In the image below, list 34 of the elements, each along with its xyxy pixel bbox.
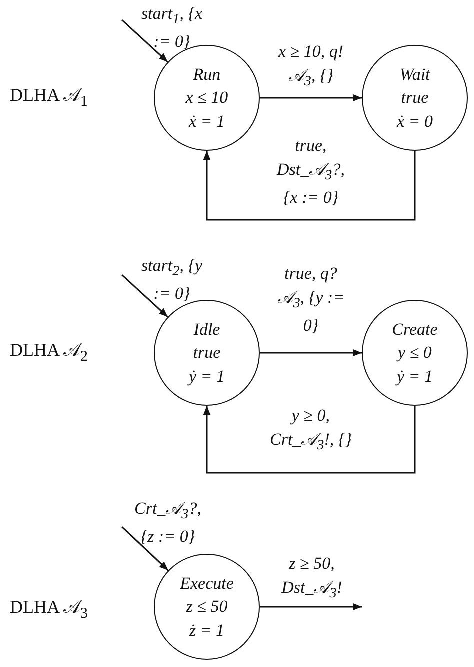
arrow bbox=[121, 526, 169, 572]
edge-label: true, q?𝒜$_{3}$, {y := 0} bbox=[276, 263, 346, 338]
state-condition: x ≤ 10 bbox=[186, 88, 228, 108]
edge-label: y ≥ 0, Crt_𝒜$_{3}$!, {} bbox=[268, 405, 354, 456]
state-condition: ẋ = 1 bbox=[188, 112, 226, 132]
automaton-label: DLHA 𝒜$_{1}$ bbox=[10, 85, 88, 111]
automaton-label: DLHA 𝒜$_{2}$ bbox=[10, 340, 88, 366]
arrow bbox=[260, 603, 362, 611]
state-condition: ẏ = 1 bbox=[188, 366, 226, 386]
arrow bbox=[260, 94, 362, 102]
state-condition: ẏ = 1 bbox=[396, 366, 434, 386]
automaton-label: DLHA 𝒜$_{3}$ bbox=[10, 597, 88, 623]
state-name: Wait bbox=[400, 64, 430, 84]
arrow bbox=[122, 19, 168, 63]
arrow bbox=[203, 406, 416, 474]
state-name: Create bbox=[392, 320, 438, 340]
edge-label: true, Dst_𝒜$_{3}$?, {x := 0} bbox=[276, 135, 346, 210]
edge-label: start$_{1}$, {x := 0} bbox=[140, 3, 204, 54]
arrow bbox=[203, 151, 416, 221]
state-condition: ẋ = 0 bbox=[396, 112, 434, 132]
arrow bbox=[260, 349, 362, 357]
arrow bbox=[122, 274, 168, 318]
state-name: Run bbox=[193, 64, 221, 84]
state-condition: ż = 1 bbox=[189, 620, 225, 640]
edge-label: start$_{2}$, {y := 0} bbox=[140, 255, 204, 306]
state-condition: y ≤ 0 bbox=[398, 343, 432, 363]
state-condition: z ≤ 50 bbox=[186, 597, 228, 617]
edge-label: Crt_𝒜$_{3}$?, {z := 0} bbox=[133, 498, 202, 548]
edge-label: z ≥ 50, Dst_𝒜$_{3}$! bbox=[280, 553, 344, 604]
state-condition: true bbox=[193, 343, 221, 363]
state-name: Execute bbox=[180, 574, 234, 594]
state-name: Idle bbox=[194, 320, 220, 340]
edge-label: x ≥ 10, q!𝒜$_{3}$, {} bbox=[277, 41, 345, 92]
state-condition: true bbox=[401, 88, 429, 108]
